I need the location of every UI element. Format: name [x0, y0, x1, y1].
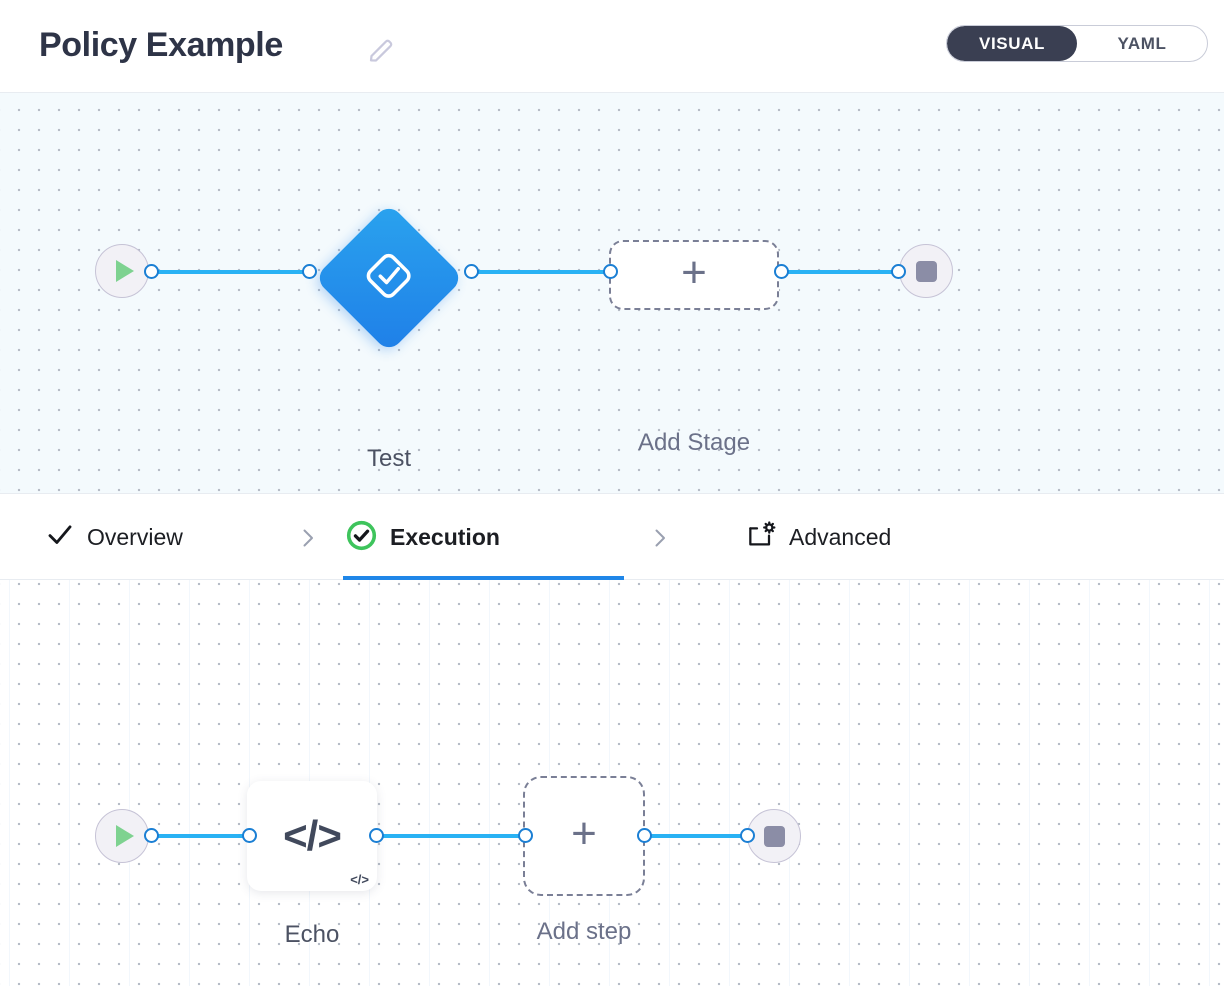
- edge-port[interactable]: [144, 264, 159, 279]
- mode-option-visual[interactable]: VISUAL: [947, 26, 1077, 61]
- page-title: Policy Example: [39, 26, 283, 64]
- execution-start-node[interactable]: [95, 809, 149, 863]
- tab-overview[interactable]: Overview: [45, 494, 183, 581]
- edge-port[interactable]: [740, 828, 755, 843]
- step-tabbar: Overview Execution Adva: [0, 493, 1224, 581]
- stop-icon: [763, 825, 785, 847]
- edge-start-to-test: [151, 270, 311, 274]
- code-icon: </>: [283, 812, 342, 859]
- check-circle-icon: [345, 519, 378, 557]
- edge-port[interactable]: [144, 828, 159, 843]
- tab-advanced-label: Advanced: [789, 524, 892, 550]
- add-stage-label: Add Stage: [637, 429, 751, 456]
- stage-canvas[interactable]: Test + Add Stage: [0, 93, 1224, 493]
- edge-echo-to-add: [376, 834, 521, 838]
- step-node-echo[interactable]: </> </>: [247, 781, 377, 891]
- stage-node-test-label: Test: [366, 445, 411, 472]
- edge-port[interactable]: [302, 264, 317, 279]
- add-step-button[interactable]: +: [523, 776, 645, 896]
- edge-port[interactable]: [369, 828, 384, 843]
- tab-advanced[interactable]: Advanced: [745, 494, 891, 581]
- plus-icon: +: [681, 247, 707, 297]
- edge-add-to-end: [781, 270, 896, 274]
- execution-end-node[interactable]: [747, 809, 801, 863]
- tab-overview-label: Overview: [87, 524, 183, 550]
- edge-port[interactable]: [637, 828, 652, 843]
- pencil-icon[interactable]: [366, 36, 396, 66]
- add-stage-button[interactable]: +: [609, 240, 779, 310]
- edge-port[interactable]: [464, 264, 479, 279]
- step-canvas[interactable]: </> </> Echo + Add step: [0, 580, 1224, 986]
- plus-icon: +: [571, 808, 597, 858]
- tab-separator-2: [648, 494, 672, 581]
- mode-option-yaml[interactable]: YAML: [1117, 33, 1167, 53]
- stop-icon: [915, 260, 937, 282]
- play-icon: [116, 260, 134, 282]
- page-header: Policy Example VISUAL YAML: [0, 0, 1224, 93]
- code-badge-icon: </>: [350, 872, 369, 887]
- tab-active-underline: [343, 576, 624, 581]
- tab-separator-1: [296, 494, 320, 581]
- edge-port[interactable]: [891, 264, 906, 279]
- mode-toggle[interactable]: VISUAL YAML: [946, 25, 1208, 62]
- edge-port[interactable]: [518, 828, 533, 843]
- edge-start-to-echo: [151, 834, 251, 838]
- add-step-label: Add step: [536, 918, 632, 945]
- check-icon: [45, 520, 75, 555]
- tab-execution-label: Execution: [390, 524, 500, 550]
- window-gear-icon: [745, 519, 777, 556]
- pipeline-end-node[interactable]: [899, 244, 953, 298]
- edge-port[interactable]: [242, 828, 257, 843]
- edge-test-to-add: [471, 270, 616, 274]
- approval-check-icon: [364, 251, 414, 306]
- edge-port[interactable]: [603, 264, 618, 279]
- edge-add-to-end: [644, 834, 748, 838]
- play-icon: [116, 825, 134, 847]
- edge-port[interactable]: [774, 264, 789, 279]
- tab-execution[interactable]: Execution: [343, 494, 624, 581]
- stage-node-test[interactable]: [314, 203, 464, 353]
- pipeline-start-node[interactable]: [95, 244, 149, 298]
- step-node-echo-label: Echo: [284, 921, 340, 948]
